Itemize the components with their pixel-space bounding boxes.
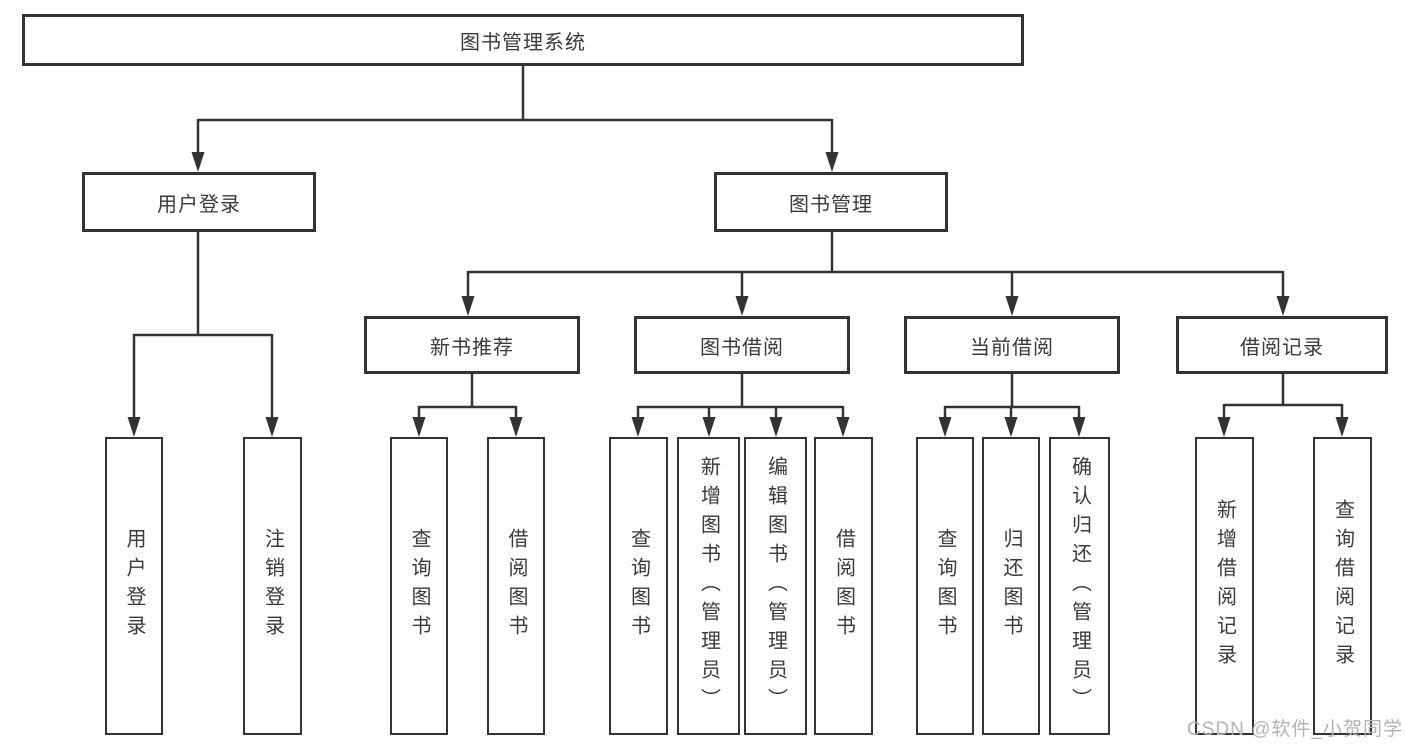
node-library-management-system: 图书管理系统	[22, 14, 1024, 66]
node-label: 查询图书	[627, 528, 650, 644]
node-label: 编辑图书（管理员）	[764, 455, 787, 717]
node-label: 查询图书	[408, 528, 430, 644]
node-label: 用户登录	[123, 528, 145, 644]
leaf-add-borrowing-record: 新增借阅记录	[1195, 437, 1254, 735]
node-label: 新书推荐	[430, 336, 514, 359]
node-label: 查询借阅记录	[1331, 499, 1354, 673]
leaf-borrow-books-recommend: 借阅图书	[487, 437, 545, 735]
leaf-confirm-return-admin: 确认归还（管理员）	[1049, 437, 1110, 735]
leaf-query-books-current: 查询图书	[916, 437, 974, 735]
leaf-user-login: 用户登录	[105, 437, 163, 735]
node-label: 当前借阅	[970, 336, 1054, 359]
node-label: 查询图书	[934, 528, 956, 644]
node-label: 图书管理	[789, 193, 873, 216]
node-label: 图书管理系统	[460, 31, 586, 54]
node-label: 用户登录	[157, 193, 241, 216]
leaf-add-books-admin: 新增图书（管理员）	[677, 437, 740, 735]
leaf-edit-books-admin: 编辑图书（管理员）	[744, 437, 807, 735]
node-book-management: 图书管理	[714, 172, 948, 232]
node-label: 图书借阅	[700, 336, 784, 359]
node-label: 新增借阅记录	[1213, 499, 1236, 673]
leaf-logout: 注销登录	[243, 437, 302, 735]
node-label: 借阅图书	[505, 528, 527, 644]
leaf-return-books: 归还图书	[982, 437, 1040, 735]
node-label: 新增图书（管理员）	[697, 455, 720, 717]
leaf-query-books-borrowing: 查询图书	[609, 437, 668, 735]
node-new-book-recommendation: 新书推荐	[364, 316, 580, 374]
node-label: 借阅图书	[832, 528, 855, 644]
node-book-borrowing: 图书借阅	[634, 316, 850, 374]
node-label: 注销登录	[261, 528, 284, 644]
node-user-login: 用户登录	[82, 172, 316, 232]
node-label: 借阅记录	[1240, 336, 1324, 359]
leaf-borrow-books-borrowing: 借阅图书	[814, 437, 873, 735]
node-label: 归还图书	[1000, 528, 1022, 644]
leaf-query-borrowing-record: 查询借阅记录	[1313, 437, 1372, 735]
node-current-borrowing: 当前借阅	[904, 316, 1120, 374]
leaf-query-books-recommend: 查询图书	[390, 437, 448, 735]
node-label: 确认归还（管理员）	[1068, 455, 1091, 717]
csdn-watermark: CSDN @软件_小贺同学	[1187, 719, 1403, 740]
node-borrowing-records: 借阅记录	[1176, 316, 1388, 374]
